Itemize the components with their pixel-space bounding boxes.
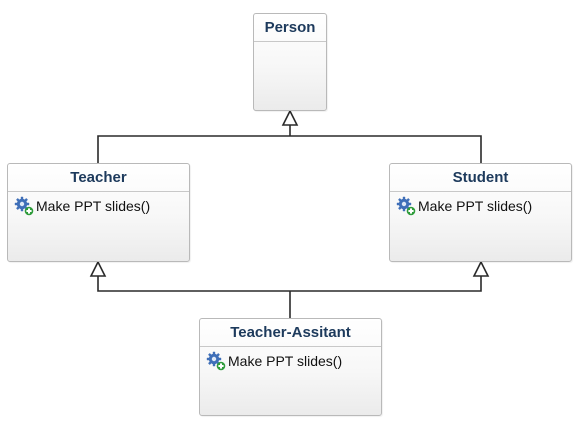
class-name: Teacher-Assitant: [200, 319, 381, 347]
class-teacher[interactable]: Teacher Make PPT sl: [7, 163, 190, 262]
gear-with-plus-icon: [206, 351, 226, 371]
connector-ta-to-parents: [97, 276, 482, 292]
operation-item[interactable]: Make PPT slides(): [14, 196, 189, 216]
operation-list: Make PPT slides(): [200, 347, 381, 371]
gear-with-plus-icon: [396, 196, 416, 216]
operation-label: Make PPT slides(): [418, 198, 533, 214]
operation-label: Make PPT slides(): [36, 198, 151, 214]
operation-label: Make PPT slides(): [228, 353, 343, 369]
connector-teacher-to-person: [97, 135, 482, 163]
class-person[interactable]: Person: [253, 13, 327, 111]
operation-list: Make PPT slides(): [8, 192, 189, 216]
operation-item[interactable]: Make PPT slides(): [206, 351, 381, 371]
operation-list: Make PPT slides(): [390, 192, 571, 216]
inheritance-arrow-teacher: [89, 260, 107, 277]
class-name: Person: [254, 14, 326, 42]
operation-item[interactable]: Make PPT slides(): [396, 196, 571, 216]
class-name: Teacher: [8, 164, 189, 192]
class-name: Student: [390, 164, 571, 192]
class-teacher-assistant[interactable]: Teacher-Assitant Ma: [199, 318, 382, 416]
inheritance-arrow-student: [472, 260, 490, 277]
inheritance-arrow-person: [281, 109, 299, 126]
class-student[interactable]: Student Make PPT sl: [389, 163, 572, 262]
gear-with-plus-icon: [14, 196, 34, 216]
